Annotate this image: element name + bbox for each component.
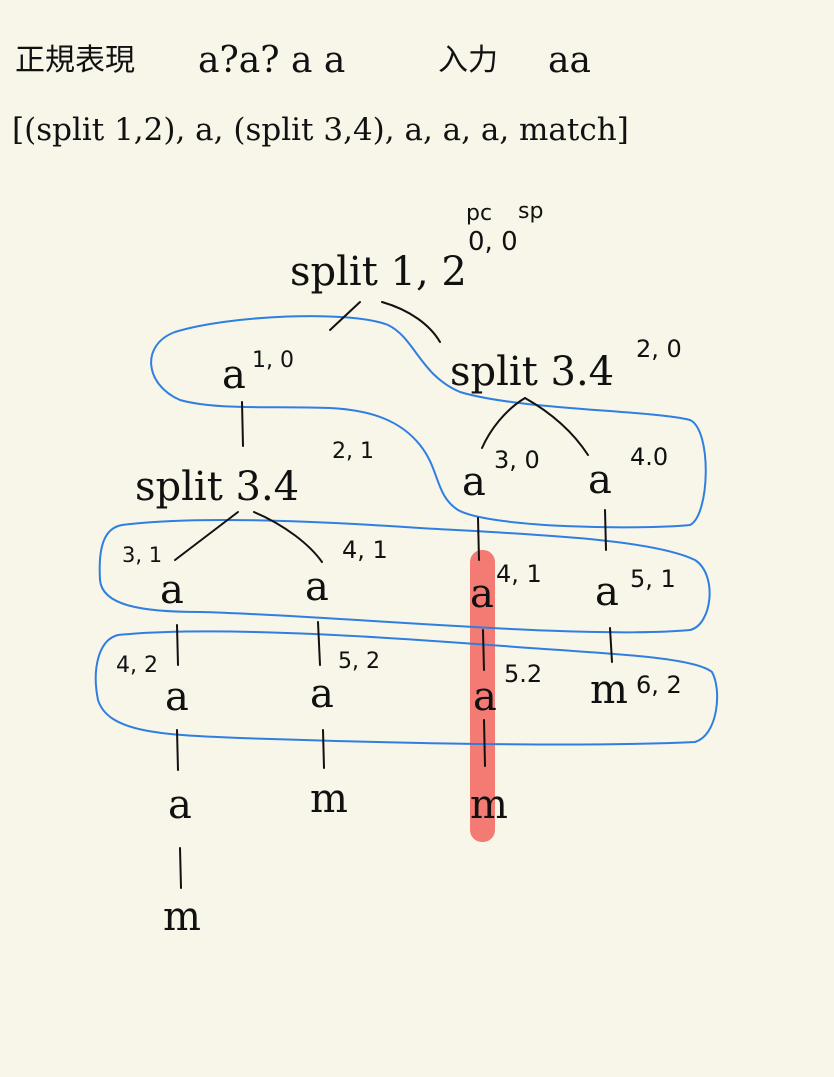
legend-pc: pc bbox=[466, 201, 492, 226]
legend-sp: sp bbox=[518, 199, 543, 224]
node-split-3-4-right: split 3.4 bbox=[450, 349, 614, 395]
state-split-3-4-right: 2, 0 bbox=[636, 335, 682, 363]
program-listing: [(split 1,2), a, (split 3,4), a, a, a, m… bbox=[12, 112, 629, 148]
regex-label: 正規表現 bbox=[15, 43, 135, 78]
state-a-4-1-right: 4, 1 bbox=[496, 560, 542, 588]
node-a-3-1: a bbox=[160, 567, 184, 613]
state-a-5-2-right: 5.2 bbox=[504, 660, 542, 688]
highlight-path bbox=[470, 550, 495, 842]
node-a-4-1-left: a bbox=[305, 564, 329, 610]
state-a-4-0: 4.0 bbox=[630, 443, 668, 471]
state-split-3-4-left: 2, 1 bbox=[332, 439, 374, 464]
state-a-4-2: 4, 2 bbox=[116, 653, 158, 678]
input-label: 入力 bbox=[438, 43, 498, 78]
state-m-6-2: 6, 2 bbox=[636, 671, 682, 699]
tree-edges bbox=[174, 301, 613, 889]
node-m-left: m bbox=[163, 894, 201, 940]
node-a-1-0: a bbox=[222, 352, 246, 398]
node-split-3-4-left: split 3.4 bbox=[135, 464, 299, 510]
state-a-5-1: 5, 1 bbox=[630, 565, 676, 593]
regex-text: a?a? a a bbox=[198, 40, 345, 81]
node-a-5-2-right: a bbox=[473, 674, 497, 720]
group-step-0 bbox=[150, 315, 707, 529]
group-step-1 bbox=[98, 518, 711, 634]
node-a-3-0: a bbox=[462, 459, 486, 505]
node-a-4-1-right: a bbox=[470, 571, 494, 617]
state-a-3-0: 3, 0 bbox=[494, 446, 540, 474]
state-a-3-1: 3, 1 bbox=[122, 543, 162, 567]
node-m-6-2: m bbox=[590, 667, 628, 713]
state-a-1-0: 1, 0 bbox=[252, 348, 294, 373]
node-a-5-2-left: a bbox=[310, 671, 334, 717]
node-split-1-2: split 1, 2 bbox=[290, 249, 467, 295]
node-a-5-1: a bbox=[595, 569, 619, 615]
node-m-center: m bbox=[310, 776, 348, 822]
input-text: aa bbox=[548, 40, 591, 81]
node-a-4-2: a bbox=[165, 674, 189, 720]
group-step-2 bbox=[94, 630, 719, 746]
node-a-4-0: a bbox=[588, 457, 612, 503]
state-a-5-2-left: 5, 2 bbox=[338, 649, 380, 674]
state-a-4-1-left: 4, 1 bbox=[342, 536, 388, 564]
node-m-highlighted: m bbox=[470, 782, 508, 828]
state-split-1-2: 0, 0 bbox=[468, 227, 518, 257]
node-a-continuation: a bbox=[168, 782, 192, 828]
